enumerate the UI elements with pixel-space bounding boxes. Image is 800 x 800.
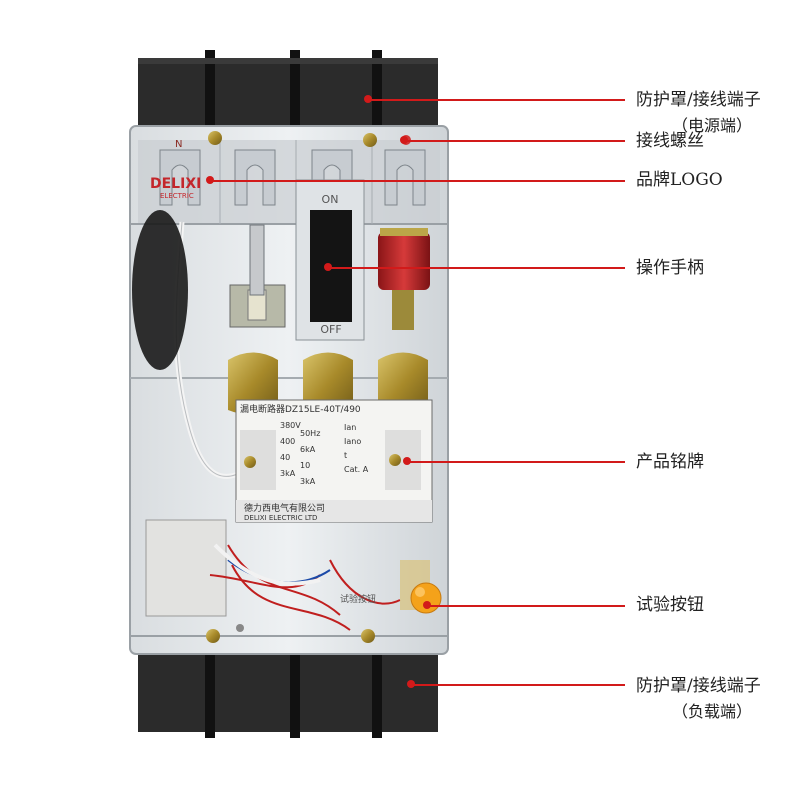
terminal-label-n: N: [175, 139, 182, 150]
test-button-label: 试验按钮: [340, 593, 376, 605]
nameplate-title: 漏电断路器DZ15LE-40T/490: [240, 403, 361, 415]
top-protective-cover: [138, 50, 438, 130]
brass-contacts: [228, 352, 428, 415]
callout-line-5: [409, 461, 625, 463]
nameplate-row: 400: [280, 437, 295, 446]
nameplate-row: 3kA: [300, 477, 316, 486]
nameplate-right-row: Cat. A: [344, 465, 369, 474]
callout-label-1: 防护罩/接线端子: [636, 90, 761, 110]
nameplate-row: 50Hz: [300, 429, 320, 438]
terminal-screws-top: [208, 131, 411, 147]
nameplate-row: 10: [300, 461, 310, 470]
handle-off-label: OFF: [320, 323, 341, 336]
callout-line-1: [370, 99, 625, 101]
nameplate-row: 6kA: [300, 445, 316, 454]
callout-line-4: [330, 267, 625, 269]
sensor-coil: [132, 210, 188, 370]
callout-label-2: 接线螺丝: [636, 131, 704, 151]
handle-on-label: ON: [322, 193, 339, 206]
electronic-module: [145, 519, 227, 617]
callout-sub-1: （电源端）: [672, 116, 753, 135]
test-button[interactable]: 试验按钮: [340, 560, 442, 614]
nameplate-right-row: Ian: [344, 423, 356, 432]
nameplate-company-cn: 德力西电气有限公司: [244, 502, 325, 514]
brand-logo: DELIXI ELECTRIC: [150, 176, 201, 200]
nameplate-right-row: Iano: [344, 437, 361, 446]
callout-label-3: 品牌LOGO: [636, 170, 723, 190]
terminal-screws-bottom: [206, 624, 375, 643]
callout-dot-1: [364, 95, 372, 103]
callout-label-7: 防护罩/接线端子: [636, 676, 761, 696]
callout-label-4: 操作手柄: [636, 258, 704, 278]
callout-dot-3: [206, 176, 214, 184]
callout-line-2: [406, 140, 625, 142]
callout-label-5: 产品铭牌: [636, 452, 704, 472]
nameplate-right-row: t: [344, 451, 347, 460]
trip-mechanism: [229, 224, 286, 328]
brand-logo-subtext: ELECTRIC: [160, 192, 194, 200]
operating-handle[interactable]: ON OFF: [295, 179, 365, 341]
top-terminal-lugs: N: [159, 139, 426, 206]
callout-dot-7: [407, 680, 415, 688]
brand-logo-text: DELIXI: [150, 176, 201, 192]
nameplate-row: 380V: [280, 421, 301, 430]
callout-line-6: [429, 605, 625, 607]
callout-line-3: [212, 180, 625, 182]
callout-line-7: [413, 684, 625, 686]
nameplate-row: 3kA: [280, 469, 296, 478]
trip-solenoid: [378, 228, 430, 330]
bottom-protective-cover: [138, 652, 438, 738]
callout-dot-6: [423, 601, 431, 609]
nameplate-row: 40: [280, 453, 290, 462]
callout-dot-2: [400, 136, 408, 144]
nameplate-company-en: DELIXI ELECTRIC LTD: [244, 514, 317, 522]
callout-label-6: 试验按钮: [636, 595, 704, 615]
callout-dot-5: [403, 457, 411, 465]
callout-sub-7: （负载端）: [672, 702, 753, 721]
callout-dot-4: [324, 263, 332, 271]
